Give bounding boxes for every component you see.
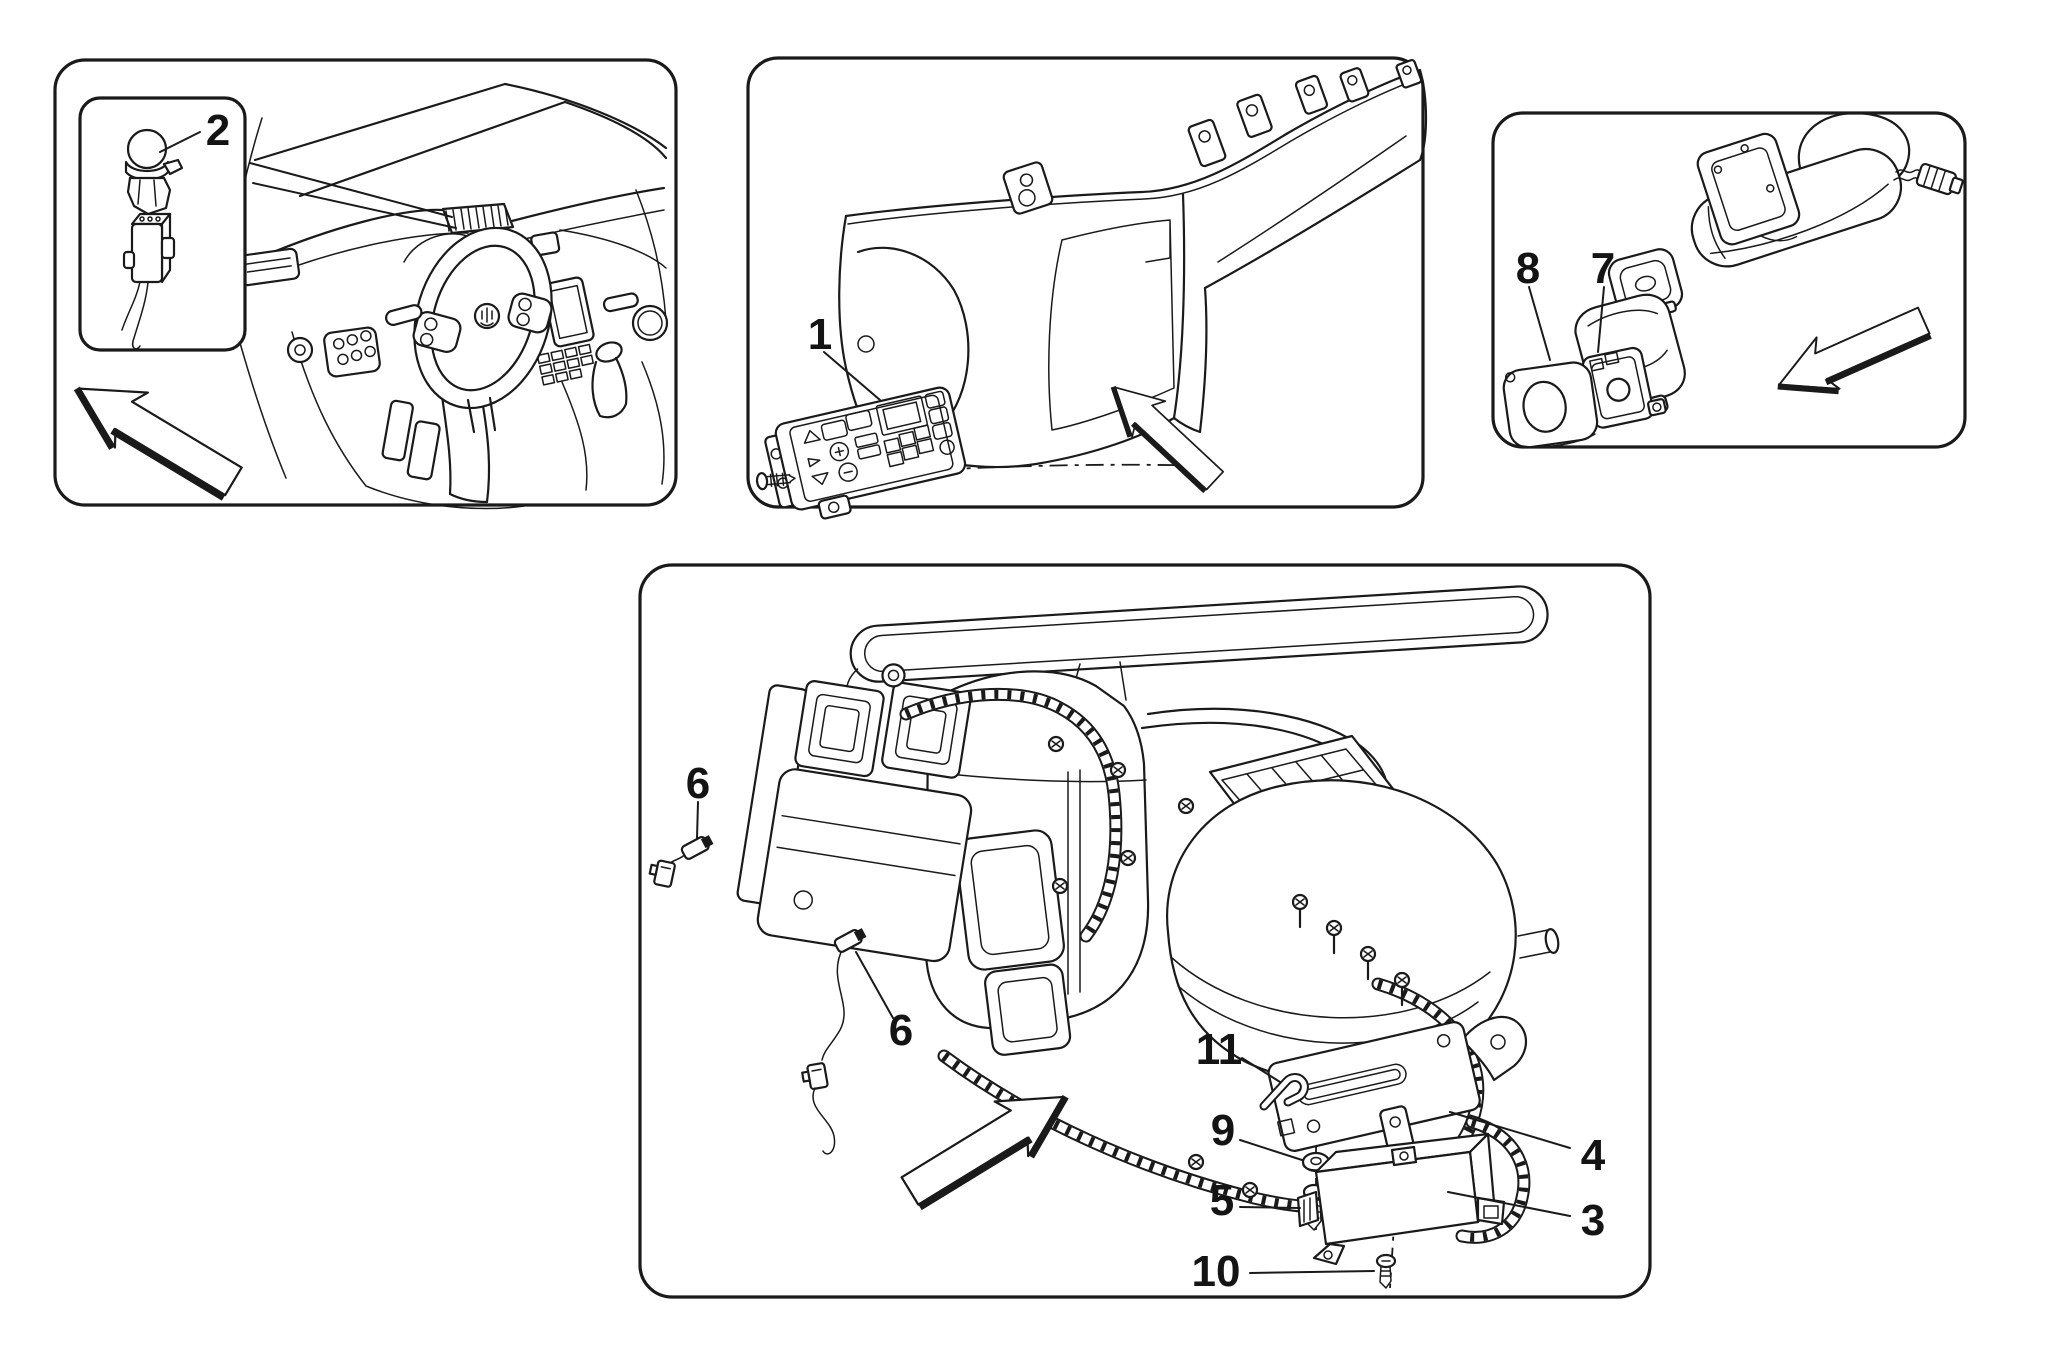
trim-opening — [1048, 219, 1175, 431]
mount-tab — [1187, 118, 1227, 168]
center-stack-buttons — [536, 343, 594, 386]
callout-2: 2 — [206, 106, 230, 155]
callout-6b: 6 — [889, 1006, 913, 1055]
mirror-harness — [1893, 162, 1964, 196]
steering-wheel — [385, 226, 553, 434]
sensor-wires — [121, 281, 149, 350]
leader-line — [1241, 1057, 1281, 1083]
panel-interior-overview: 2 — [53, 58, 678, 510]
door-handle — [602, 292, 639, 313]
callout-6: 6 — [686, 759, 710, 808]
hvac-top-cover — [845, 585, 1549, 699]
climate-display — [875, 395, 928, 436]
leader-line — [1249, 1270, 1375, 1274]
headlight-switch — [286, 336, 314, 364]
left-vent — [237, 247, 301, 287]
leader-line — [159, 131, 201, 153]
leader-line — [1449, 1111, 1571, 1149]
wheel-lower-spoke — [466, 396, 497, 434]
retainer-clip-part11 — [1259, 1073, 1309, 1111]
leader-line — [855, 951, 894, 1019]
switch-cluster — [323, 326, 381, 378]
temperature-sensor-part6-lower — [801, 928, 867, 1155]
leader-line — [1597, 286, 1605, 353]
sensor-connector-part — [121, 212, 176, 350]
mirror-gasket-part8 — [1502, 361, 1599, 449]
callout-4: 4 — [1581, 1131, 1606, 1180]
trim-right-slab — [1203, 68, 1428, 290]
gear-shifter — [561, 341, 665, 491]
leader-line — [1239, 1206, 1301, 1209]
dashboard-illustration — [221, 82, 669, 510]
panel-dashboard-trim: 1 — [746, 56, 1428, 520]
screw-part10 — [1375, 1253, 1397, 1289]
sensor-inset — [78, 96, 247, 352]
sensor-wire — [812, 1087, 836, 1155]
bolt-icons — [1047, 735, 1411, 1199]
trim-gully — [1172, 192, 1208, 434]
mount-tab — [1236, 93, 1273, 138]
callout-3: 3 — [1581, 1196, 1605, 1245]
mounting-bracket-part4 — [1267, 1015, 1528, 1157]
callout-1: 1 — [808, 310, 832, 359]
defroster-grille — [441, 202, 515, 235]
steering-column — [440, 394, 491, 504]
leader-line — [696, 801, 699, 839]
temp-arrow-buttons — [803, 429, 829, 486]
mount-tab — [1339, 67, 1370, 103]
trim-panel-illustration — [838, 58, 1428, 469]
callout-7: 7 — [1591, 244, 1615, 293]
temperature-sensor-part6 — [648, 835, 714, 888]
mount-tab — [1294, 74, 1329, 115]
mirror-glass-bracket — [1696, 132, 1801, 246]
pedals — [381, 399, 441, 481]
callout-5: 5 — [1210, 1176, 1234, 1225]
climate-control-unit — [764, 386, 967, 520]
column-stalk — [385, 304, 423, 326]
glovebox-lines — [559, 189, 667, 321]
leader-line — [249, 162, 457, 229]
leader-line — [1447, 1191, 1571, 1217]
mirror-mount-plate-part7 — [1581, 346, 1667, 429]
a-pillar-lines — [503, 82, 668, 160]
callout-10: 10 — [1192, 1247, 1241, 1296]
windshield-lines — [253, 82, 567, 198]
door-speaker — [631, 304, 669, 342]
assembly-axis-line — [797, 463, 1213, 480]
callout-9: 9 — [1211, 1106, 1235, 1155]
callout-8: 8 — [1516, 244, 1540, 293]
screw-icon — [755, 472, 796, 491]
mount-tab — [1002, 161, 1054, 215]
leader-line — [1528, 286, 1551, 361]
control-module-part3 — [1296, 1132, 1506, 1266]
panel-rearview-mirror: 8 7 — [1491, 111, 1967, 449]
sun-sensor-part — [124, 128, 184, 216]
callout-11: 11 — [1196, 1025, 1243, 1074]
mount-tab — [1395, 58, 1423, 89]
leader-line — [1239, 1139, 1303, 1161]
harness-connector — [1915, 162, 1964, 196]
leader-line — [823, 351, 881, 401]
panel-hvac-unit: 6 6 11 9 5 10 4 3 — [638, 563, 1652, 1299]
